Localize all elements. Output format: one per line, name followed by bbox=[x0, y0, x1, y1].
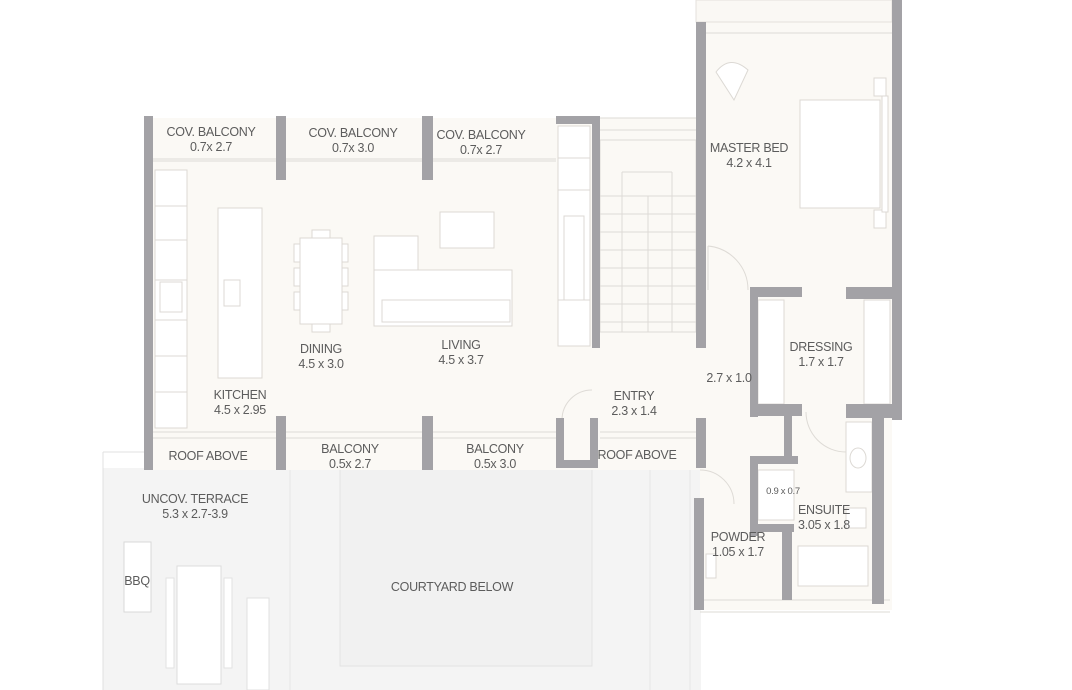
bed bbox=[799, 99, 881, 209]
balcony-1-name: BALCONY bbox=[321, 442, 379, 456]
courtyard-inner bbox=[339, 467, 593, 667]
uncov-terrace-dim: 5.3 x 2.7-3.9 bbox=[162, 507, 228, 521]
kitchen-label: KITCHEN 4.5 x 2.95 bbox=[214, 388, 267, 418]
powder-dim: 1.05 x 1.7 bbox=[712, 545, 764, 559]
balcony-2-name: BALCONY bbox=[466, 442, 524, 456]
terrace-chair-left bbox=[165, 577, 175, 669]
cov-balcony-3-label: COV. BALCONY 0.7x 2.7 bbox=[436, 128, 525, 158]
entry-name: ENTRY bbox=[613, 389, 655, 403]
kitchen-dim: 4.5 x 2.95 bbox=[214, 403, 266, 417]
courtyard-name: COURTYARD BELOW bbox=[390, 580, 514, 594]
bbq-unit bbox=[123, 541, 152, 613]
coffee-table bbox=[439, 211, 495, 249]
dressing-name: DRESSING bbox=[789, 340, 853, 354]
powder-name: POWDER bbox=[710, 530, 766, 544]
terrace-table bbox=[176, 565, 222, 685]
kitchen-sink bbox=[223, 279, 241, 307]
entry-label: ENTRY 2.3 x 1.4 bbox=[611, 389, 657, 419]
cov-balcony-3-dim: 0.7x 2.7 bbox=[459, 143, 503, 157]
top-strip bbox=[695, 0, 893, 23]
walls bbox=[144, 0, 902, 610]
master-bed-furniture bbox=[715, 62, 889, 229]
cov-balcony-2-label: COV. BALCONY 0.7x 3.0 bbox=[308, 126, 397, 156]
living-joinery bbox=[557, 125, 591, 347]
uncov-terrace-name: UNCOV. TERRACE bbox=[141, 492, 249, 506]
dressing-dim: 1.7 x 1.7 bbox=[798, 355, 844, 369]
ensuite-dim: 3.05 x 1.8 bbox=[798, 518, 850, 532]
roof-above-left-name: ROOF ABOVE bbox=[168, 449, 248, 463]
cov-balcony-1-name: COV. BALCONY bbox=[166, 125, 256, 139]
cov-balcony-1-label: COV. BALCONY 0.7x 2.7 bbox=[166, 125, 255, 155]
roof-above-right-name: ROOF ABOVE bbox=[597, 448, 677, 462]
roof-above-right-label: ROOF ABOVE bbox=[598, 448, 677, 463]
hall-floor bbox=[598, 345, 754, 420]
bbq-name: BBQ bbox=[124, 574, 150, 588]
door-swings bbox=[561, 245, 847, 505]
dressing-label: DRESSING 1.7 x 1.7 bbox=[790, 340, 853, 370]
kitchen-name: KITCHEN bbox=[213, 388, 267, 402]
balcony-2-label: BALCONY 0.5x 3.0 bbox=[466, 442, 524, 472]
living-name: LIVING bbox=[441, 338, 481, 352]
ensuite-label: ENSUITE 3.05 x 1.8 bbox=[798, 503, 850, 533]
ensuite-name: ENSUITE bbox=[797, 503, 851, 517]
terrace-bench bbox=[246, 597, 270, 690]
master-bed-dim: 4.2 x 4.1 bbox=[726, 156, 772, 170]
terrace-chair-right bbox=[223, 577, 233, 669]
outdoor-areas bbox=[102, 420, 701, 690]
balcony-1-dim: 0.5x 2.7 bbox=[328, 457, 372, 471]
kitchen-fixtures bbox=[154, 169, 263, 429]
living-label: LIVING 4.5 x 3.7 bbox=[438, 338, 484, 368]
dining-dim: 4.5 x 3.0 bbox=[298, 357, 344, 371]
cov-balcony-3-name: COV. BALCONY bbox=[436, 128, 526, 142]
courtyard-label: COURTYARD BELOW bbox=[391, 580, 513, 595]
powder-label: POWDER 1.05 x 1.7 bbox=[710, 530, 766, 560]
wir-dim: 0.9 x 0.7 bbox=[766, 486, 800, 497]
cooktop bbox=[159, 281, 183, 313]
detail-lines bbox=[148, 32, 892, 613]
hall-label: 2.7 x 1.0 bbox=[706, 371, 752, 386]
balcony-2-dim: 0.5x 3.0 bbox=[473, 457, 517, 471]
dining-name: DINING bbox=[300, 342, 342, 356]
uncov-terrace-label: UNCOV. TERRACE 5.3 x 2.7-3.9 bbox=[141, 492, 249, 522]
balcony-1-label: BALCONY 0.5x 2.7 bbox=[321, 442, 379, 472]
master-bed-label: MASTER BED 4.2 x 4.1 bbox=[709, 141, 789, 171]
cov-balcony-1-dim: 0.7x 2.7 bbox=[189, 140, 233, 154]
living-furniture bbox=[373, 211, 513, 327]
wir-label: 0.9 x 0.7 bbox=[766, 486, 800, 498]
living-dim: 4.5 x 3.7 bbox=[438, 353, 484, 367]
master-bed-name: MASTER BED bbox=[709, 141, 789, 155]
dining-label: DINING 4.5 x 3.0 bbox=[298, 342, 344, 372]
bbq-label: BBQ bbox=[124, 574, 150, 589]
cov-balcony-2-dim: 0.7x 3.0 bbox=[331, 141, 375, 155]
hall-dim: 2.7 x 1.0 bbox=[706, 371, 752, 385]
dining-furniture bbox=[293, 229, 349, 333]
dining-table bbox=[299, 237, 343, 325]
cov-balcony-2-name: COV. BALCONY bbox=[308, 126, 398, 140]
entry-dim: 2.3 x 1.4 bbox=[611, 404, 657, 418]
roof-above-left-label: ROOF ABOVE bbox=[169, 449, 248, 464]
